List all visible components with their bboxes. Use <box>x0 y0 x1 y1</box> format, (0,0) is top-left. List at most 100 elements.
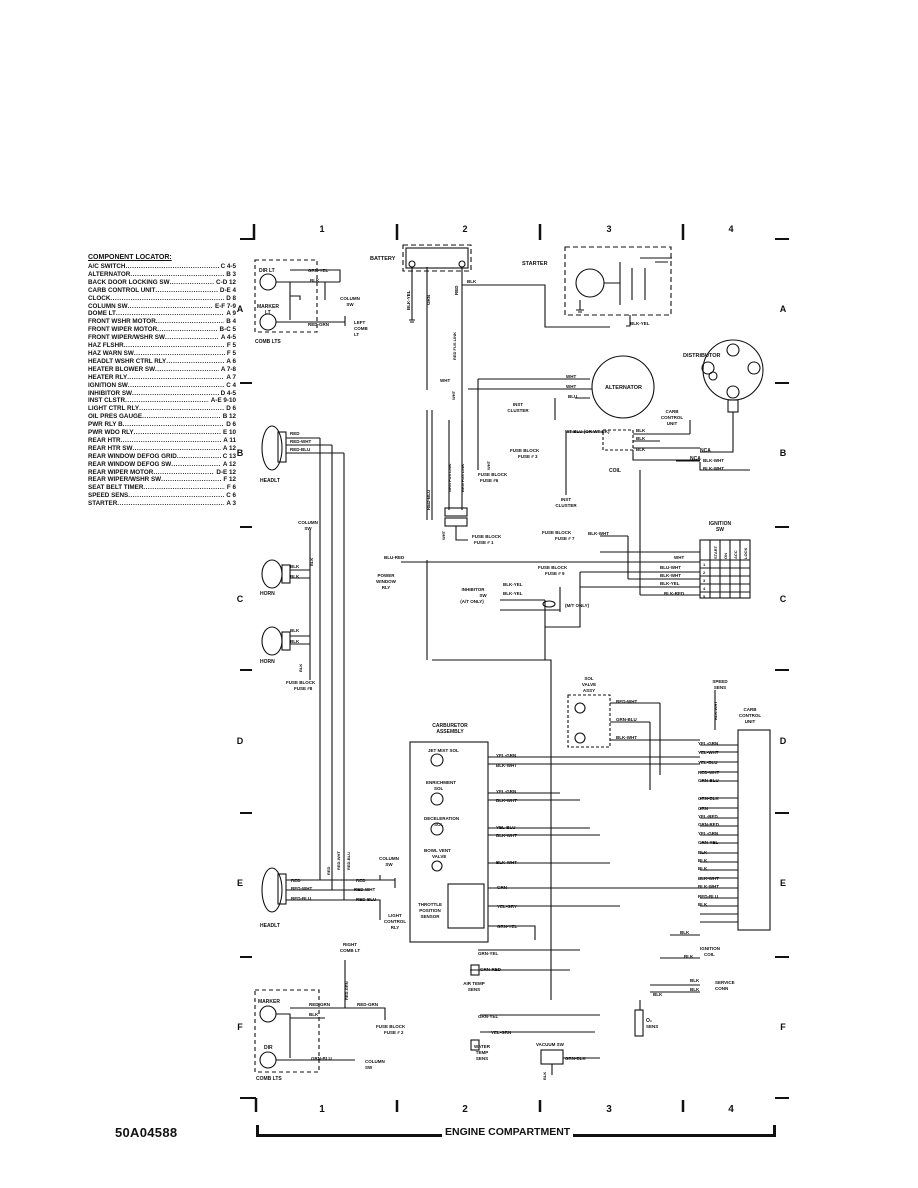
column-sw-label: COLUMN <box>298 520 318 525</box>
wire-label: BLK-WHT <box>660 573 681 578</box>
locator-item-code: B 3 <box>226 270 236 278</box>
carb-assembly-label: ASSEMBLY <box>436 729 464 735</box>
wire-label: RED-BLU <box>346 852 351 870</box>
fuse-label: FUSE # 2 <box>384 1030 404 1035</box>
locator-item-code: D 8 <box>226 294 236 302</box>
wire-label: WHT <box>486 460 491 470</box>
wire-label: GRN <box>698 806 708 811</box>
wire-label: RED-BLU <box>426 490 431 510</box>
bowl-vent-label: VALVE <box>432 854 446 859</box>
service-conn-label: SERVICE <box>715 980 735 985</box>
column-sw-label: COLUMN <box>379 856 399 861</box>
comb-lts-label: COMB LTS <box>255 339 281 345</box>
locator-item-name: INHIBITOR SW <box>88 389 132 397</box>
locator-item-code: A 7 <box>226 373 236 381</box>
wire-label: BLK <box>698 850 708 855</box>
locator-item: FRONT WSHR MOTORB 4 <box>88 318 236 326</box>
inhibitor-label: (A/T ONLY) <box>460 599 484 604</box>
wire-label: RED-GRN <box>308 322 329 327</box>
carb-control-label: CARB <box>666 409 680 414</box>
wire-label: RED-BLU <box>698 894 718 899</box>
ignition-col-label: START <box>713 545 718 559</box>
wire-label: BLK <box>684 954 694 959</box>
wire-label: RED-BLU <box>356 897 376 902</box>
wire-label: YEL-GRN <box>496 753 516 758</box>
column-sw-label: COLUMN <box>340 296 360 301</box>
column-sw-label: SW <box>365 1065 373 1070</box>
locator-item-name: SEAT BELT TIMER <box>88 484 144 492</box>
grid-column-label: 3 <box>606 224 611 234</box>
locator-item-name: DOME LT <box>88 310 116 318</box>
wire-label: BLK <box>680 930 690 935</box>
nca-label: NCA <box>700 448 711 454</box>
locator-item: REAR WIPER/WSHR SWF 12 <box>88 476 236 484</box>
deceleration-label: DECELERATION <box>424 816 459 821</box>
wire-label: BLK-WHT <box>496 833 517 838</box>
locator-item-name: REAR WIPER MOTOR <box>88 468 154 476</box>
locator-item-code: A 9 <box>226 310 236 318</box>
grid-row-label: F <box>780 1022 786 1032</box>
grid-row-label: C <box>237 594 244 604</box>
left-comb-label: COMB <box>354 326 368 331</box>
locator-item-name: PWR RLY B <box>88 421 123 429</box>
air-temp-label: AIR TEMP <box>463 981 485 986</box>
locator-item: HEADLT WSHR CTRL RLYA 6 <box>88 358 236 366</box>
wire-label: BLK <box>309 1012 319 1017</box>
fuse-label: FUSE #8 <box>294 686 313 691</box>
water-temp-label: WATER <box>474 1044 491 1049</box>
starter-label: STARTER <box>522 261 548 267</box>
locator-item: SEAT BELT TIMERF 6 <box>88 484 236 492</box>
wire-label: YEL-BLU <box>496 825 516 830</box>
marker-lt-label: MARKER <box>257 304 279 310</box>
horn-label: HORN <box>260 591 275 597</box>
locator-item-code: C 6 <box>226 492 236 500</box>
speed-sens-label: SENS <box>714 685 726 690</box>
locator-item-name: REAR WINDOW DEFOG GRID <box>88 452 177 460</box>
locator-item: COLUMN SWE-F 7-9 <box>88 303 236 311</box>
water-temp-label: SENS <box>476 1056 488 1061</box>
grid-row-label: A <box>780 304 787 314</box>
locator-item-name: A/C SWITCH <box>88 263 126 270</box>
locator-item-name: SPEED SENS <box>88 492 129 500</box>
grid-column-label: 1 <box>319 1104 325 1115</box>
wire-label: BLK-WHT <box>588 531 609 536</box>
ignition-sw-label: IGNITION <box>709 521 732 527</box>
wire-label: GRN-RED <box>698 822 720 827</box>
right-comb-label: RIGHT <box>343 942 357 947</box>
wire-label: YEL-GRY <box>497 904 517 909</box>
marker-label: MARKER <box>258 999 280 1005</box>
ignition-col-label: LOCK <box>743 548 748 559</box>
carb-control-label: CARB <box>744 707 758 712</box>
alternator-label: ALTERNATOR <box>605 385 642 391</box>
locator-item: ALTERNATORB 3 <box>88 271 236 279</box>
wire-label: BLK <box>542 1072 547 1080</box>
wire-label: BLK-WHT <box>496 860 517 865</box>
o2-sens-label: O₂ <box>646 1018 652 1024</box>
grid-column-label: 4 <box>728 224 733 234</box>
locator-item: PWR RLY BD 6 <box>88 421 236 429</box>
wire-label: RED-GRN <box>309 1002 330 1007</box>
locator-item-name: FRONT WSHR MOTOR <box>88 318 156 326</box>
fuse-label: FUSE BLOCK <box>538 565 568 570</box>
light-ctrl-label: LIGHT <box>388 913 402 918</box>
column-sw-label: SW <box>385 862 393 867</box>
fuse-label: FUSE BLOCK <box>542 530 572 535</box>
locator-item-code: A 11 <box>223 436 236 444</box>
wire-label: WHT <box>441 530 446 540</box>
ignition-coil-label: IGNITION <box>700 946 720 951</box>
locator-item-name: STARTER <box>88 500 118 508</box>
locator-item-name: REAR WINDOW DEFOG SW <box>88 460 172 468</box>
comb-lts-label: COMB LTS <box>256 1076 282 1082</box>
wire-label: WT-BLU (OR WT-BK) <box>565 429 610 434</box>
locator-item-name: REAR HTR <box>88 436 121 444</box>
nca-label: NCA <box>690 456 701 462</box>
wire-label: RED-WHT <box>354 887 375 892</box>
wire-label: BLK-YEL <box>630 321 650 326</box>
locator-item-name: COLUMN SW <box>88 302 128 310</box>
locator-item: PWR WDO RLYE 10 <box>88 429 236 437</box>
right-comb-label: COMB LT <box>340 948 360 953</box>
fuse-label: FUSE # 7 <box>555 536 575 541</box>
locator-item: HEATER RLYA 7 <box>88 374 236 382</box>
locator-item: BACK DOOR LOCKING SWC-D 12 <box>88 279 236 287</box>
column-sw-label: COLUMN <box>365 1059 385 1064</box>
